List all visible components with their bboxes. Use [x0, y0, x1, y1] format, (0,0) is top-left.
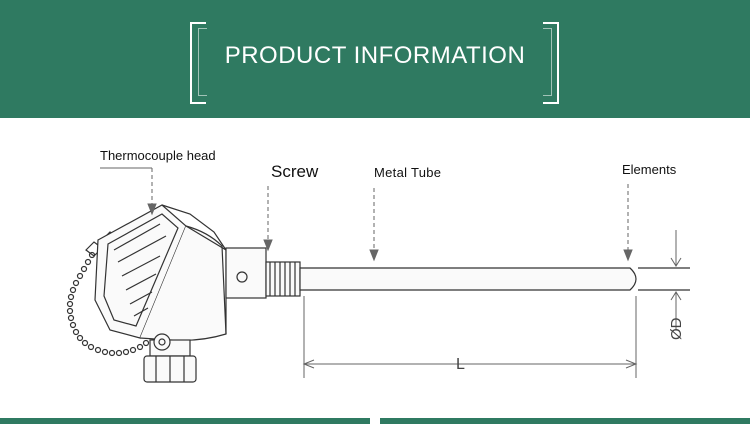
bottom-bar-left	[0, 418, 370, 424]
thermocouple-head-label: Thermocouple head	[100, 148, 216, 163]
right-bracket-decoration	[543, 22, 559, 104]
length-dimension-label: L	[456, 356, 465, 373]
left-bracket-inner-decoration	[198, 28, 207, 96]
elements-label: Elements	[622, 162, 677, 177]
header-banner	[0, 0, 750, 118]
right-bracket-inner-decoration	[543, 28, 552, 96]
banner-title: PRODUCT INFORMATION	[224, 42, 526, 69]
screw-label: Screw	[271, 162, 319, 181]
metal-tube-label: Metal Tube	[374, 165, 442, 180]
diameter-dimension-label: ØD	[668, 317, 685, 341]
left-bracket-decoration	[190, 22, 206, 104]
bead-chain	[66, 251, 150, 357]
bottom-bar-right	[380, 418, 750, 424]
thermocouple-diagram	[66, 167, 690, 383]
